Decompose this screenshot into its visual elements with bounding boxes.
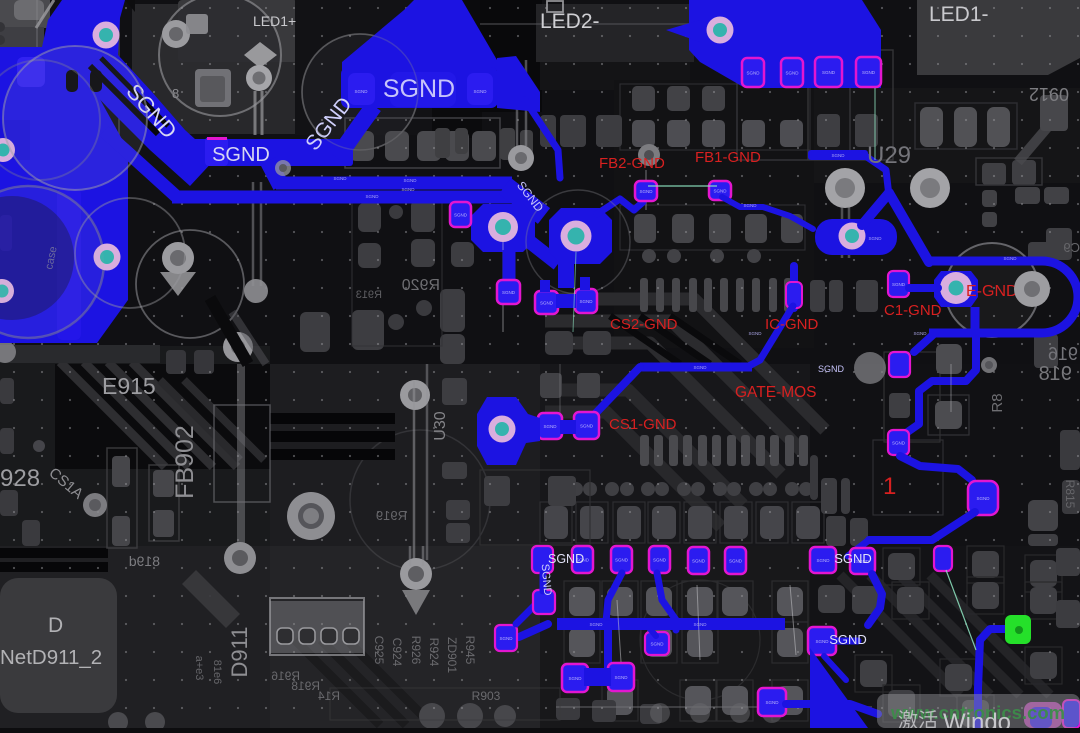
svg-text:SGND: SGND [829, 632, 867, 647]
svg-text:SGND: SGND [653, 558, 667, 563]
svg-text:case: case [43, 245, 60, 270]
svg-text:SGND: SGND [383, 75, 455, 103]
svg-text:R919: R919 [376, 508, 407, 523]
svg-text:a+e3: a+e3 [193, 656, 205, 681]
svg-text:SGND: SGND [499, 636, 513, 641]
svg-text:SGND: SGND [365, 194, 379, 199]
svg-text:SGND: SGND [615, 558, 629, 563]
svg-text:819d: 819d [129, 553, 160, 569]
svg-text:FB2-GND: FB2-GND [599, 155, 665, 172]
svg-text:SGND: SGND [822, 70, 836, 75]
svg-text:SGND: SGND [580, 424, 594, 429]
svg-text:SGND: SGND [856, 559, 870, 564]
svg-text:SGND: SGND [831, 153, 845, 158]
svg-text:SGND: SGND [454, 213, 468, 218]
svg-text:SGND: SGND [868, 236, 882, 241]
svg-text:R945: R945 [463, 636, 477, 665]
svg-text:SGND: SGND [589, 622, 603, 627]
svg-text:SGND: SGND [568, 676, 582, 681]
svg-text:R926: R926 [409, 636, 423, 665]
svg-text:SGND: SGND [816, 558, 830, 563]
svg-text:SGND: SGND [693, 365, 707, 370]
svg-text:SGND: SGND [976, 496, 990, 501]
svg-text:IC-GND: IC-GND [765, 316, 818, 333]
svg-text:SGND: SGND [748, 331, 762, 336]
svg-text:SGND: SGND [354, 89, 368, 94]
svg-text:SGND: SGND [862, 70, 876, 75]
svg-text:SGND: SGND [892, 282, 906, 287]
svg-text:SGND: SGND [765, 700, 779, 705]
svg-text:CS1-GND: CS1-GND [609, 416, 677, 433]
svg-text:D: D [48, 614, 63, 637]
svg-text:SGND: SGND [576, 558, 590, 563]
svg-text:SGND: SGND [1003, 256, 1017, 261]
svg-text:R913: R913 [356, 289, 382, 301]
svg-text:SGND: SGND [579, 299, 593, 304]
svg-text:SGND: SGND [212, 144, 270, 166]
svg-text:LED1+: LED1+ [253, 13, 296, 29]
svg-text:SGND: SGND [713, 189, 727, 194]
svg-text:SGND: SGND [746, 71, 760, 76]
svg-text:8: 8 [172, 86, 179, 101]
svg-text:CS2-GND: CS2-GND [610, 316, 678, 333]
svg-text:SGND: SGND [693, 622, 707, 627]
svg-text:81e6: 81e6 [211, 660, 223, 684]
svg-text:SGND: SGND [401, 187, 415, 192]
svg-text:SGND: SGND [548, 552, 584, 566]
svg-text:Windo: Windo [943, 709, 1011, 728]
svg-text:R920: R920 [402, 277, 440, 294]
svg-text:C9: C9 [1063, 240, 1080, 255]
svg-text:LED1-: LED1- [929, 3, 989, 26]
svg-text:U30: U30 [432, 411, 449, 440]
svg-text:SGND: SGND [785, 71, 799, 76]
svg-text:R903: R903 [472, 689, 501, 703]
svg-text:D911: D911 [227, 627, 252, 678]
svg-text:SGND: SGND [815, 639, 829, 644]
svg-text:GATE-MOS: GATE-MOS [735, 384, 817, 401]
svg-text:SGND: SGND [473, 89, 487, 94]
svg-text:SGND: SGND [639, 189, 653, 194]
svg-text:SGND: SGND [834, 551, 872, 566]
svg-text:C924: C924 [390, 638, 404, 667]
svg-text:SGND: SGND [743, 203, 757, 208]
svg-text:www.cntronics.com: www.cntronics.com [890, 702, 1065, 723]
svg-text:E915: E915 [102, 373, 156, 399]
svg-text:NetD911_2: NetD911_2 [0, 646, 102, 669]
svg-text:E-GND: E-GND [966, 283, 1018, 300]
svg-text:R14: R14 [318, 689, 340, 703]
svg-text:R918: R918 [291, 679, 320, 693]
svg-text:C1-GND: C1-GND [884, 302, 942, 319]
svg-text:激活: 激活 [898, 709, 938, 728]
svg-text:0912: 0912 [1029, 84, 1069, 104]
svg-text:FB1-GND: FB1-GND [695, 149, 761, 166]
svg-text:916: 916 [1048, 344, 1078, 364]
svg-text:SGND: SGND [729, 559, 743, 564]
svg-text:918: 918 [1039, 363, 1072, 385]
svg-text:R916: R916 [271, 669, 300, 683]
svg-text:SGND: SGND [333, 176, 347, 181]
svg-text:SGND: SGND [913, 331, 927, 336]
svg-text:SGND: SGND [502, 290, 516, 295]
svg-text:SGND: SGND [540, 301, 554, 306]
svg-text:928: 928 [0, 465, 40, 492]
svg-text:SGND: SGND [539, 563, 554, 596]
svg-text:SGND: SGND [818, 364, 845, 374]
svg-text:SGND: SGND [650, 642, 664, 647]
svg-text:ZD901: ZD901 [445, 637, 459, 673]
svg-text:LED2-: LED2- [540, 10, 600, 33]
svg-text:R8: R8 [989, 393, 1006, 412]
svg-text:R924: R924 [427, 638, 441, 667]
svg-text:SGND: SGND [543, 424, 557, 429]
svg-text:SGND: SGND [614, 675, 628, 680]
svg-text:SGND: SGND [692, 559, 706, 564]
svg-text:SGND: SGND [403, 178, 417, 183]
svg-text:R815: R815 [1063, 480, 1077, 509]
svg-text:1: 1 [883, 473, 896, 500]
svg-text:U29: U29 [867, 142, 911, 169]
svg-text:C925: C925 [372, 636, 386, 665]
svg-text:FB902: FB902 [171, 425, 199, 499]
svg-text:SGND: SGND [892, 441, 906, 446]
